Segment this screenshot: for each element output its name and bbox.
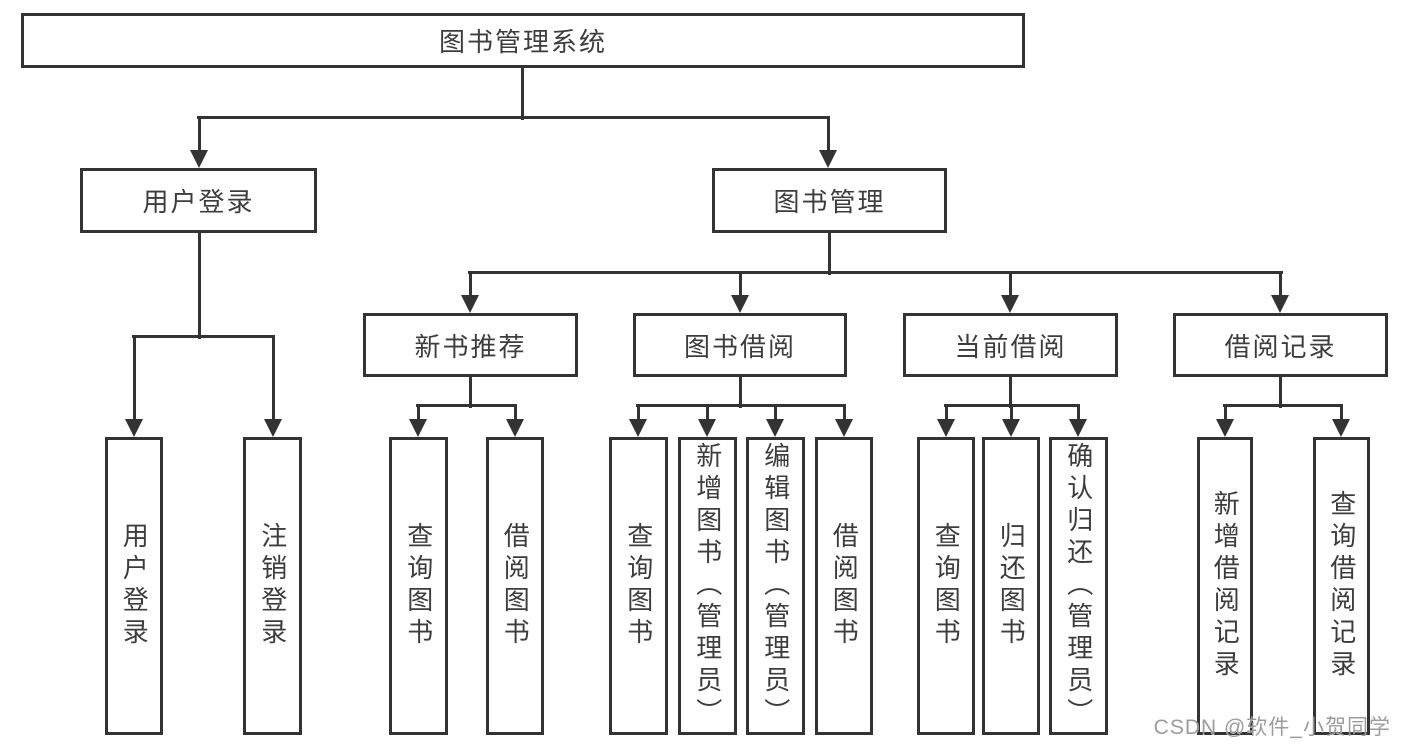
leaf-user-login: 用户登录 (105, 437, 163, 735)
leaf-label: 借阅图书 (829, 522, 860, 650)
arrow-down-icon (461, 295, 479, 313)
connector-line (197, 115, 830, 119)
arrow-down-icon (1069, 419, 1087, 437)
connector-line (197, 117, 201, 156)
connector-line (520, 68, 524, 120)
arrow-down-icon (1332, 419, 1350, 437)
connector-line (468, 377, 472, 408)
leaf-label: 新增借阅记录 (1210, 490, 1241, 682)
leaf-label: 查询图书 (931, 522, 962, 650)
connector-line (468, 272, 472, 301)
connector-line (1223, 405, 1227, 425)
leaf-query-books-current: 查询图书 (917, 437, 975, 735)
connector-line (826, 117, 830, 156)
leaf-borrow-books: 借阅图书 (815, 437, 873, 735)
node-root: 图书管理系统 (21, 13, 1025, 68)
leaf-return-books: 归还图书 (982, 437, 1040, 735)
connector-line (1008, 377, 1012, 408)
leaf-query-borrow-record: 查询借阅记录 (1313, 437, 1370, 735)
arrow-down-icon (835, 419, 853, 437)
connector-line (773, 405, 777, 425)
connector-line (705, 405, 709, 425)
arrow-down-icon (819, 150, 837, 168)
leaf-label: 注销登录 (257, 522, 288, 650)
arrow-down-icon (409, 419, 427, 437)
leaf-label: 归还图书 (996, 522, 1027, 650)
leaf-confirm-return-admin: 确认归还（管理员） (1049, 437, 1108, 735)
arrow-down-icon (1216, 419, 1234, 437)
arrow-down-icon (506, 419, 524, 437)
connector-line (1223, 403, 1343, 407)
connector-line (416, 405, 420, 425)
connector-line (738, 272, 742, 301)
connector-line (1076, 405, 1080, 425)
node-book-management: 图书管理 (712, 168, 947, 233)
connector-line (132, 336, 136, 425)
leaf-label: 查询借阅记录 (1326, 490, 1357, 682)
leaf-query-books-recommend: 查询图书 (389, 437, 448, 735)
leaf-label: 确认归还（管理员） (1063, 442, 1094, 730)
leaf-label: 查询图书 (403, 522, 434, 650)
node-user-login: 用户登录 (80, 168, 317, 233)
connector-line (636, 405, 640, 425)
watermark: CSDN @软件_小贺同学 (1153, 716, 1391, 739)
leaf-label: 查询图书 (623, 522, 654, 650)
leaf-add-books-admin: 新增图书（管理员） (678, 437, 737, 735)
connector-line (1008, 272, 1012, 301)
connector-line (738, 377, 742, 408)
arrow-down-icon (125, 419, 143, 437)
connector-line (1278, 272, 1282, 301)
leaf-add-borrow-record: 新增借阅记录 (1197, 437, 1253, 735)
connector-line (944, 405, 948, 425)
arrow-down-icon (1001, 295, 1019, 313)
connector-line (827, 233, 831, 275)
connector-line (197, 233, 201, 339)
leaf-label: 编辑图书（管理员） (760, 442, 791, 730)
arrow-down-icon (1271, 295, 1289, 313)
arrow-down-icon (698, 419, 716, 437)
connector-line (513, 405, 517, 425)
connector-line (1278, 377, 1282, 408)
connector-line (271, 336, 275, 425)
leaf-edit-books-admin: 编辑图书（管理员） (746, 437, 805, 735)
connector-line (1339, 405, 1343, 425)
arrow-down-icon (1002, 419, 1020, 437)
leaf-label: 新增图书（管理员） (692, 442, 723, 730)
leaf-logout: 注销登录 (243, 437, 302, 735)
connector-line (636, 403, 846, 407)
node-borrow-records: 借阅记录 (1173, 313, 1388, 377)
arrow-down-icon (766, 419, 784, 437)
connector-line (468, 270, 1283, 274)
leaf-borrow-books-recommend: 借阅图书 (486, 437, 544, 735)
leaf-label: 用户登录 (119, 522, 150, 650)
connector-line (132, 334, 275, 338)
arrow-down-icon (264, 419, 282, 437)
leaf-label: 借阅图书 (500, 522, 531, 650)
arrow-down-icon (731, 295, 749, 313)
node-book-borrow: 图书借阅 (633, 313, 847, 377)
connector-line (842, 405, 846, 425)
arrow-down-icon (190, 150, 208, 168)
node-current-borrow: 当前借阅 (903, 313, 1118, 377)
leaf-query-books-borrow: 查询图书 (609, 437, 668, 735)
connector-line (416, 403, 517, 407)
connector-line (1009, 405, 1013, 425)
arrow-down-icon (629, 419, 647, 437)
arrow-down-icon (937, 419, 955, 437)
node-new-book-recommend: 新书推荐 (363, 313, 578, 377)
